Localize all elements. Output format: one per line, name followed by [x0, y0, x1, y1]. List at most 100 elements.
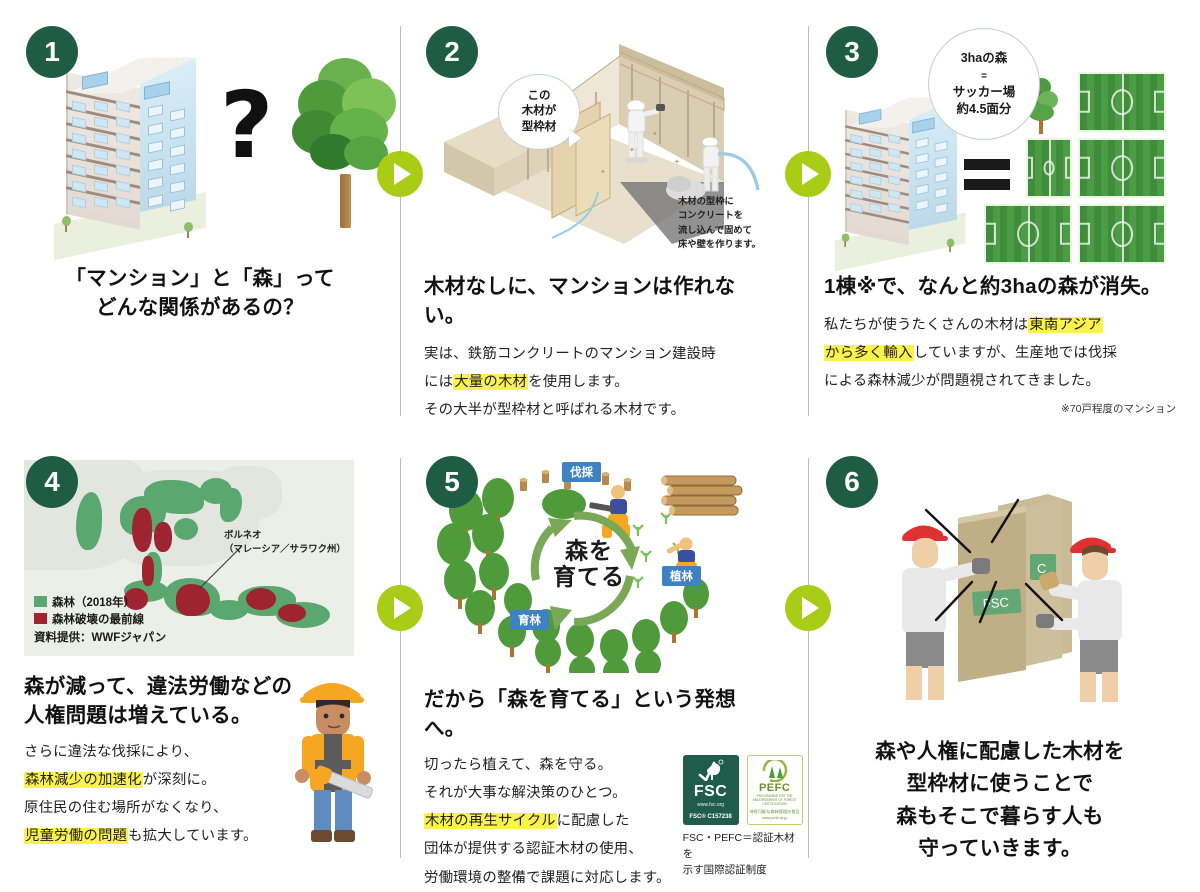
- area-comparison-bubble: 3haの森 = サッカー場 約4.5面分: [928, 28, 1040, 140]
- fsc-name: FSC: [693, 783, 728, 801]
- bubble-line: 3haの森: [960, 51, 1008, 66]
- panel-3-body: 私たちが使うたくさんの木材は東南アジアから多く輸入していますが、生産地では伐採に…: [824, 311, 1176, 395]
- panel-4-illustration: ボルネオ （マレーシア／サラワク州） 森林（2018年） 森林破壊の最前線 資料…: [24, 460, 376, 656]
- lumberjack-icon: [589, 485, 630, 538]
- formwork-speech-bubble: この 木材が 型枠材: [498, 74, 581, 150]
- play-triangle-icon: [802, 163, 819, 185]
- body-line: 団体が提供する認証木材の使用、: [424, 841, 643, 857]
- legend-label: 森林（2018年）: [52, 596, 136, 609]
- cycle-center-line: 育てる: [553, 564, 625, 590]
- body-line: さらに違法な伐採により、: [24, 744, 198, 760]
- text-run: 実は、鉄筋コンクリートのマンション建設時: [424, 346, 716, 363]
- certified-plywood-scene: FSC C: [902, 494, 1122, 702]
- text-run: 原住民の住む場所がなくなり、: [24, 800, 228, 817]
- text-run: 切ったら植えて、森を守る。: [424, 757, 613, 774]
- panel-1: 1: [0, 0, 400, 430]
- text-run: 私たちが使うたくさんの木材は: [824, 317, 1029, 334]
- bubble-line: 約4.5面分: [956, 101, 1012, 116]
- body-line: 原住民の住む場所がなくなり、: [24, 800, 228, 816]
- certification-block: FSC www.fsc.org FSC® C157238 PEFC PROGRA…: [682, 755, 803, 891]
- flow-arrow-4-to-5[interactable]: [377, 585, 423, 631]
- legend-label: 森林破壊の最前線: [52, 614, 144, 627]
- text-run: していますが、生産地では伐採: [913, 345, 1118, 362]
- soccer-pitch: [1078, 72, 1166, 132]
- headline-line: 人権問題は増えている。: [24, 704, 252, 728]
- bubble-line: 型枠材: [521, 120, 557, 133]
- pefc-logo-icon: PEFC PROGRAMME FOR THE ENDORSEMENT OF FO…: [746, 755, 803, 826]
- text-run: による森林減少が問題視されてきました。: [824, 373, 1100, 390]
- annotation-line: 木材の型枠に: [678, 196, 734, 206]
- annotation-line: コンクリートを: [678, 210, 744, 221]
- panel-2-illustration: ✦✦✦ ✦ この 木材が 型枠材 木材の型枠に コンクリートを: [424, 32, 776, 264]
- cycle-label-nurturing: 育林: [510, 610, 549, 630]
- bubble-line: 木材が: [521, 105, 557, 118]
- headline-line: 守っていきます。: [918, 837, 1082, 861]
- panel-5: 5: [400, 430, 803, 886]
- pefc-name: PEFC: [758, 781, 791, 794]
- broadleaf-tree-icon: [292, 58, 400, 228]
- worker-pouring-concrete-icon: [666, 136, 760, 201]
- bubble-line: この: [527, 89, 551, 102]
- pefc-trees-icon: [762, 759, 787, 782]
- forest-cycle-diagram: 森を 育てる 伐採 植林 育林: [424, 458, 754, 673]
- panel-number-badge: 1: [26, 26, 78, 78]
- highlighted-text: 大量の木材: [453, 374, 529, 391]
- body-line: には大量の木材を使用します。: [424, 374, 629, 391]
- fsc-logo-icon: FSC www.fsc.org FSC® C157238: [682, 755, 739, 826]
- panel-4-headline: 森が減って、違法労働などの 人権問題は増えている。: [24, 672, 376, 730]
- highlighted-text: 木材の再生サイクル: [424, 813, 557, 830]
- pefc-ja: 持続可能な森林管理の普及: [749, 808, 800, 814]
- panel-number-badge: 2: [426, 26, 478, 78]
- pefc-sub: PROGRAMME FOR THE ENDORSEMENT OF FOREST …: [752, 794, 797, 806]
- text-run: が深刻に。: [142, 772, 216, 789]
- body-line: 森林減少の加速化が深刻に。: [24, 772, 216, 789]
- legend-item: 森林（2018年）: [34, 595, 166, 613]
- logger-worker-illustration: [295, 683, 374, 842]
- soccer-pitch: [1078, 204, 1166, 264]
- headline-line: 森が減って、違法労働などの: [24, 675, 293, 698]
- panel-number-badge: 5: [426, 456, 478, 508]
- fsc-code: FSC® C157238: [689, 813, 732, 820]
- soccer-pitch-half: [1026, 138, 1072, 198]
- panel-number-badge: 4: [26, 456, 78, 508]
- text-run: それが大事な解決策のひとつ。: [424, 785, 627, 802]
- body-line: それが大事な解決策のひとつ。: [424, 785, 627, 801]
- panel-5-headline: だから「森を育てる」という発想へ。: [424, 688, 736, 741]
- bubble-line: =: [981, 71, 987, 83]
- panel-2: 2: [400, 0, 800, 430]
- body-line: 児童労働の問題も拡大しています。: [24, 828, 258, 845]
- fsc-url: www.fsc.org: [697, 802, 725, 809]
- flow-arrow-2-to-3[interactable]: [785, 151, 831, 197]
- highlighted-text: 児童労働の問題: [24, 828, 129, 845]
- text-run: に配慮した: [556, 813, 630, 830]
- panel-1-illustration: ?: [24, 32, 396, 264]
- bubble-line: サッカー場: [952, 85, 1016, 99]
- certification-caption: FSC・PEFC＝認証木材を 示す国際認証制度: [683, 831, 803, 878]
- headline-line: どんな関係があるの？: [96, 296, 304, 320]
- panel-4: 4: [0, 430, 400, 886]
- svg-text:✦: ✦: [629, 146, 635, 154]
- caption-line: 示す国際認証制度: [682, 863, 767, 876]
- question-mark-icon: ?: [220, 72, 274, 179]
- panel-3-headline: 1棟※で、なんと約3haの森が消失。: [824, 275, 1162, 298]
- worker-right-icon: [1036, 537, 1122, 702]
- highlighted-text: から多く輸入: [824, 345, 914, 362]
- column-divider: [808, 26, 809, 416]
- flow-arrow-5-to-6[interactable]: [785, 585, 831, 631]
- flow-arrow-1-to-2[interactable]: [377, 151, 423, 197]
- panel-number-badge: 6: [826, 456, 878, 508]
- soccer-pitch: [984, 204, 1072, 264]
- panel-3-footnote: ※70戸程度のマンション: [1061, 403, 1176, 416]
- southeast-asia-deforestation-map: ボルネオ （マレーシア／サラワク州） 森林（2018年） 森林破壊の最前線 資料…: [24, 460, 354, 656]
- body-line: 労働環境の整備で課題に対応します。: [424, 870, 671, 886]
- text-run: も拡大しています。: [128, 828, 258, 845]
- highlighted-text: 森林減少の加速化: [24, 772, 143, 789]
- play-triangle-icon: [394, 597, 411, 619]
- annotation-line: 流し込んで固めて: [678, 224, 752, 235]
- caption-line: FSC・PEFC＝認証木材を: [682, 832, 795, 860]
- body-line: その大半が型枠材と呼ばれる木材です。: [424, 402, 685, 418]
- panel-6-headline: 森や人権に配慮した木材を 型枠材に使うことで 森もそこで暮らす人も 守っていきま…: [824, 736, 1176, 866]
- bubble-tail-icon: [569, 129, 581, 147]
- borneo-annotation: ボルネオ （マレーシア／サラワク州）: [224, 528, 346, 556]
- headline-line: 森や人権に配慮した木材を: [875, 740, 1125, 763]
